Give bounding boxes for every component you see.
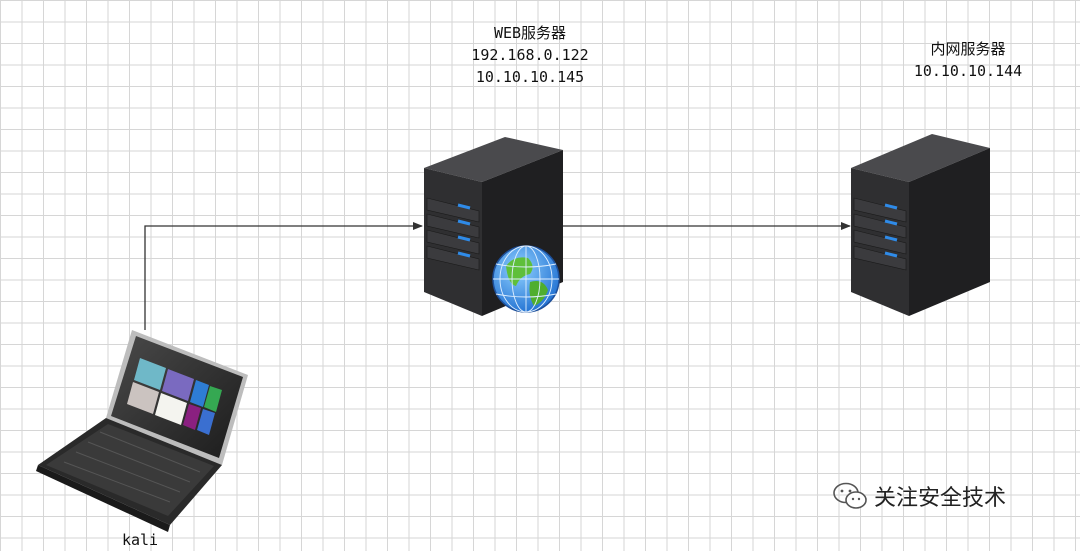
kali-label: kali	[121, 531, 159, 549]
wechat-icon	[833, 482, 867, 509]
intranet-server-title: 内网服务器	[930, 40, 1006, 58]
laptop-icon	[36, 330, 248, 532]
web-server-title: WEB服务器	[493, 24, 567, 42]
web-server-ip-internal: 10.10.10.145	[475, 68, 585, 86]
globe-icon	[492, 245, 560, 313]
watermark-text: 关注安全技术	[874, 486, 1007, 511]
watermark: 关注安全技术	[832, 478, 1006, 514]
intranet-server-icon	[851, 134, 990, 316]
web-server-ip-external: 192.168.0.122	[471, 46, 589, 64]
web-server-label: WEB服务器 192.168.0.122 10.10.10.145	[430, 22, 630, 88]
intranet-server-label: 内网服务器 10.10.10.144	[868, 38, 1068, 82]
connection-kali-to-web	[144, 222, 423, 330]
intranet-server-ip: 10.10.10.144	[913, 62, 1023, 80]
